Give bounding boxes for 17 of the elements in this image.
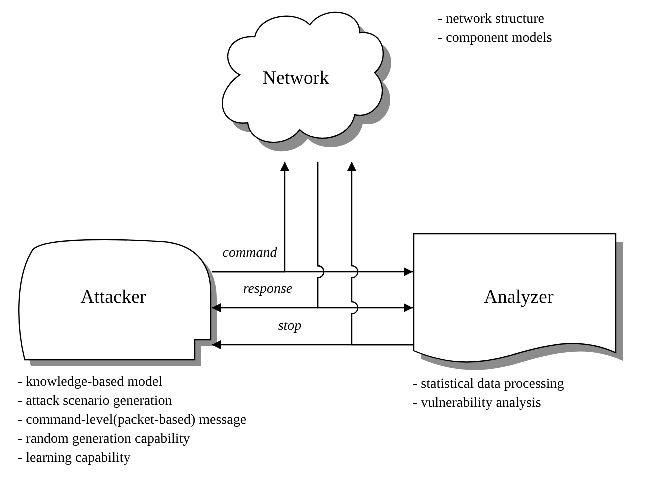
node-label: Analyzer bbox=[484, 286, 554, 310]
feature-note: - attack scenario generation bbox=[18, 393, 174, 411]
arrow bbox=[348, 162, 413, 346]
node-label: Attacker bbox=[80, 286, 146, 310]
feature-note: - command-level(packet-based) message bbox=[18, 412, 247, 430]
node-label: Network bbox=[262, 66, 330, 90]
feature-note: - learning capability bbox=[18, 450, 132, 468]
feature-note: - vulnerability analysis bbox=[413, 395, 542, 413]
edge-label: stop bbox=[277, 320, 303, 334]
feature-note: - network structure bbox=[438, 11, 546, 29]
feature-note: - statistical data processing bbox=[413, 376, 564, 394]
arrow bbox=[317, 162, 413, 312]
edge-label: response bbox=[242, 283, 294, 297]
feature-note: - component models bbox=[438, 30, 552, 48]
arrow bbox=[212, 162, 290, 273]
feature-note: - random generation capability bbox=[18, 431, 192, 449]
feature-note: - knowledge-based model bbox=[18, 374, 164, 392]
